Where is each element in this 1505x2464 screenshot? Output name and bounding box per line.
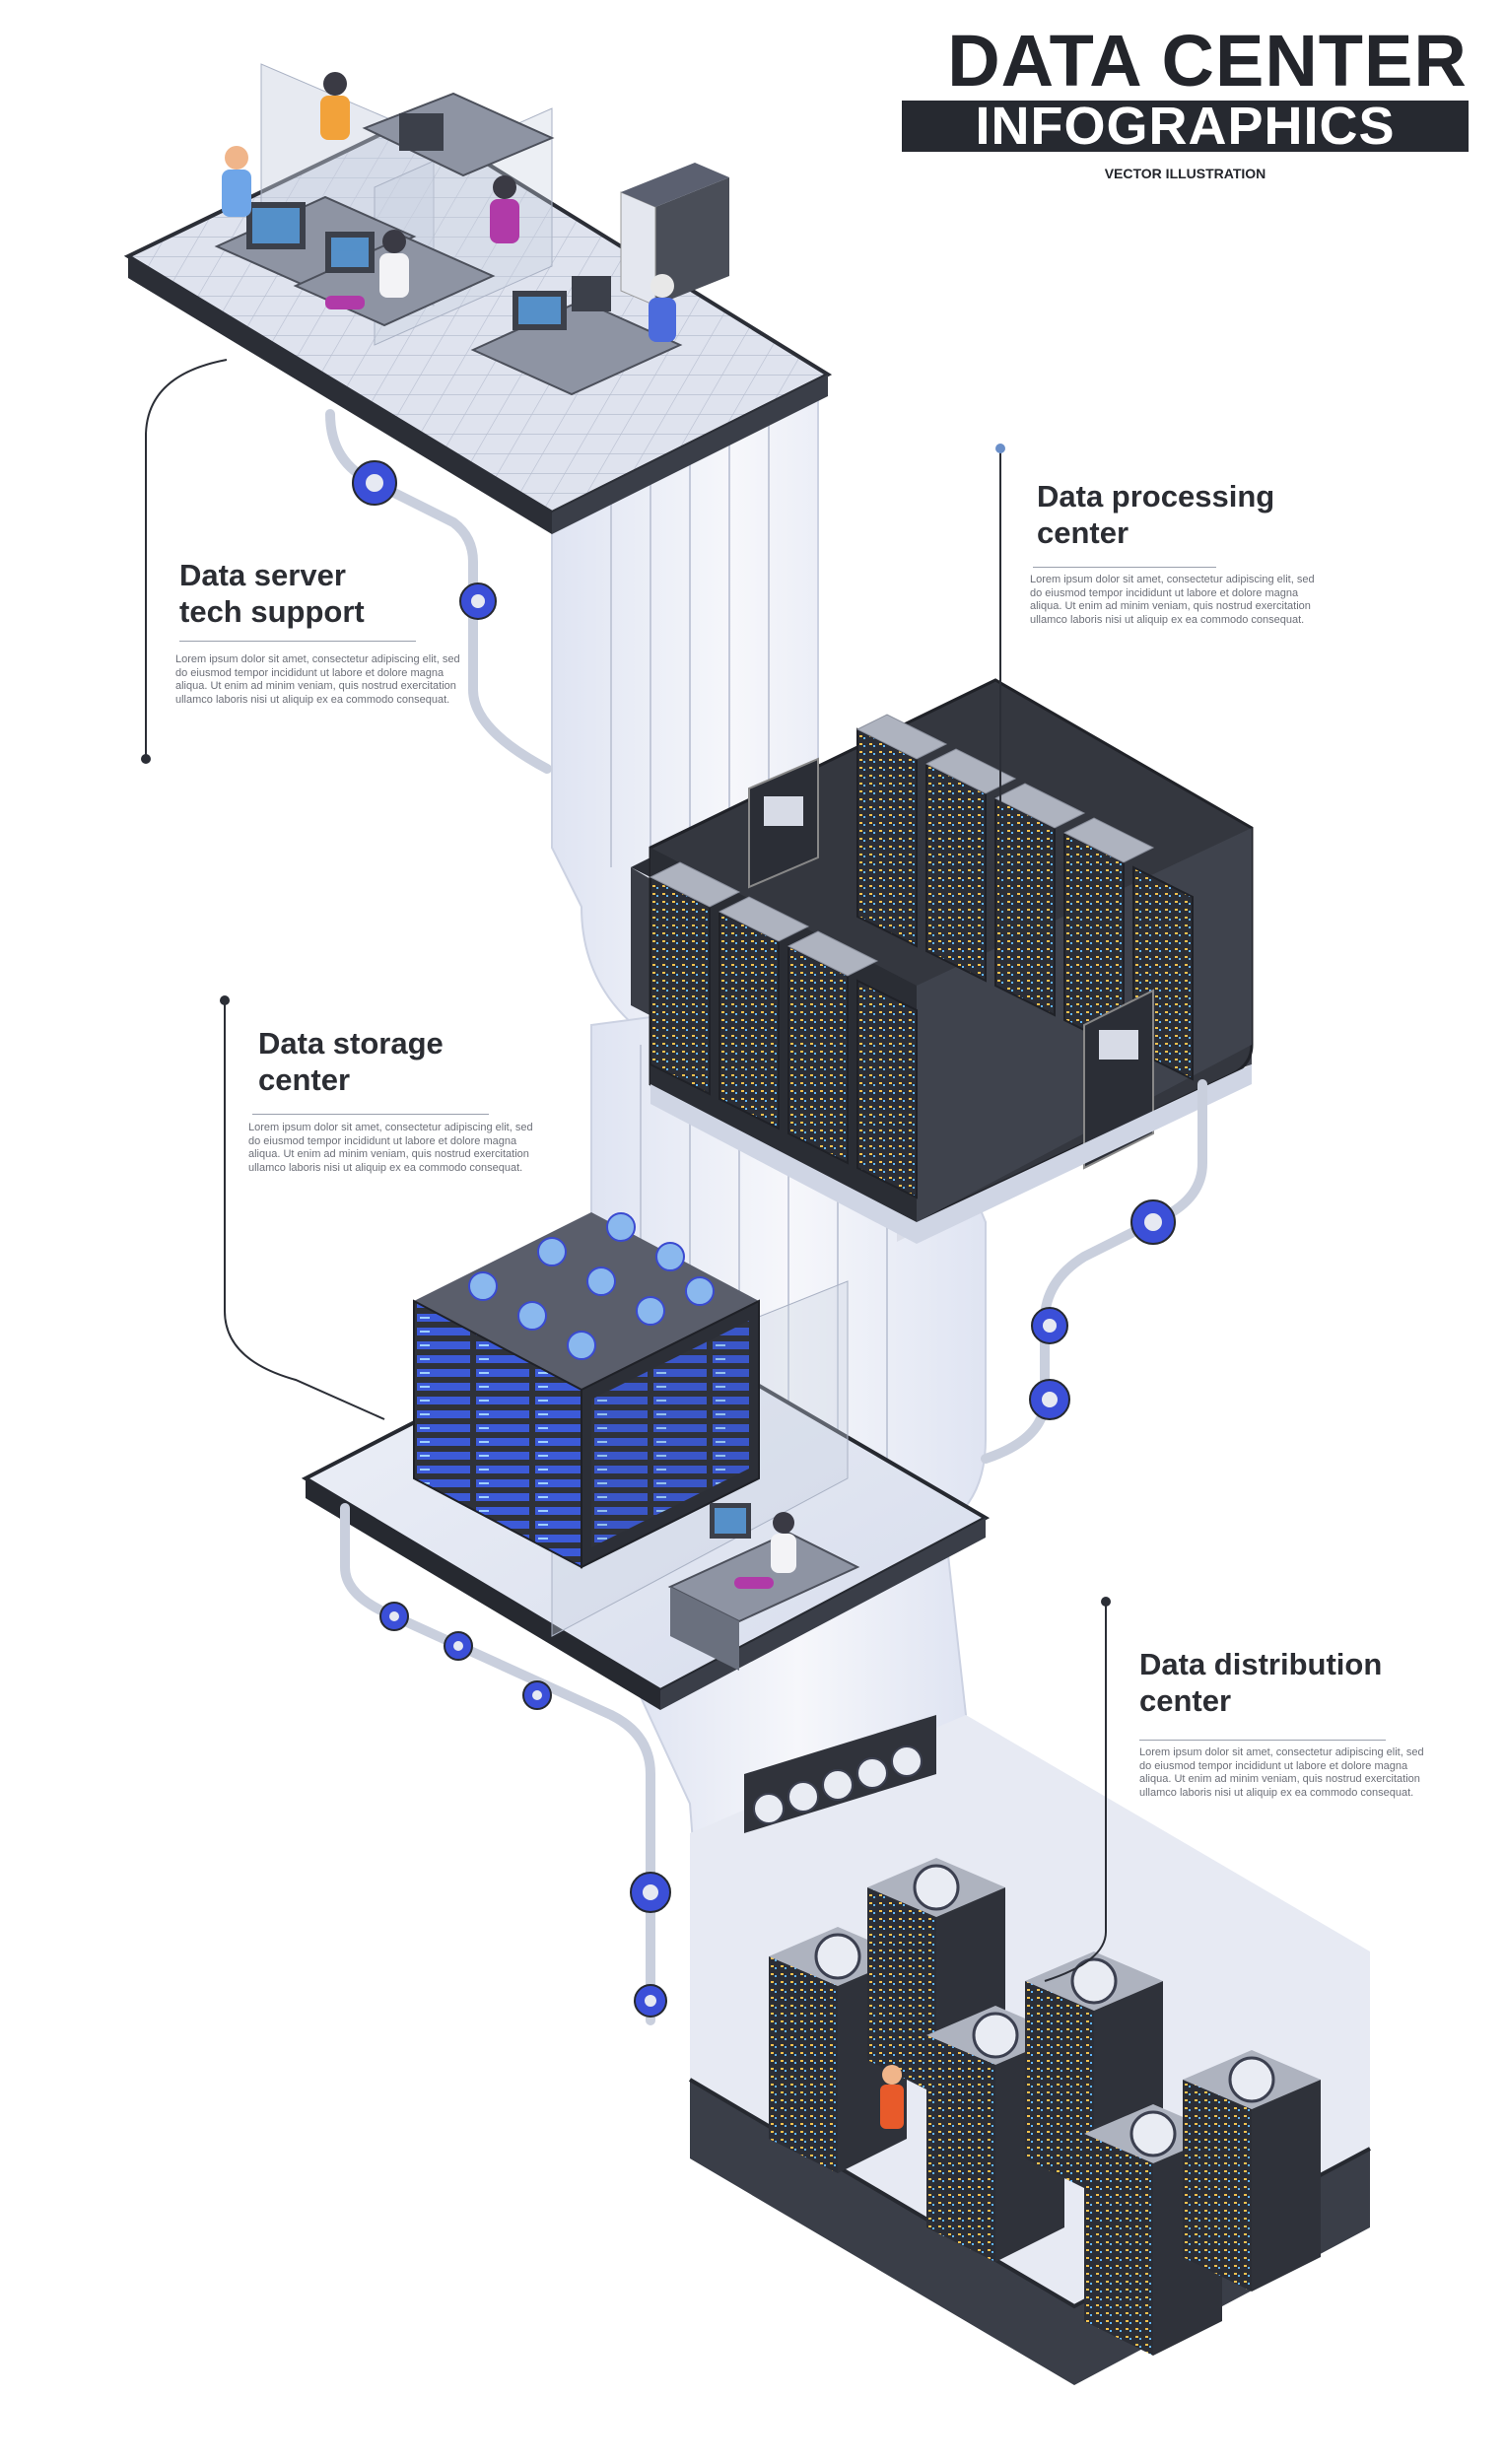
section-body-storage: Lorem ipsum dolor sit amet, consectetur … <box>248 1122 533 1174</box>
section-body-tech-support: Lorem ipsum dolor sit amet, consectetur … <box>175 653 460 706</box>
section-body-distribution: Lorem ipsum dolor sit amet, consectetur … <box>1139 1746 1424 1799</box>
page-subtitle: INFOGRAPHICS <box>975 97 1396 156</box>
office-floor-scene <box>123 63 833 534</box>
page-title: DATA CENTER <box>947 20 1468 102</box>
section-rule <box>1033 567 1216 568</box>
section-rule <box>1139 1740 1386 1741</box>
storage-racks <box>413 1212 760 1569</box>
distribution-floor-scene <box>688 1715 1371 2385</box>
section-rule <box>252 1114 489 1115</box>
storage-floor-scene <box>301 1212 991 1710</box>
callout-lines <box>145 359 1107 1982</box>
section-heading-distribution: Data distribution center <box>1139 1647 1383 1718</box>
gear-hubs <box>366 474 1162 2007</box>
page-note: VECTOR ILLUSTRATION <box>1104 166 1266 181</box>
server-room-scene <box>631 678 1254 1244</box>
section-rule <box>179 641 416 642</box>
gear-icons <box>352 460 1176 2018</box>
section-heading-processing: Data processing center <box>1037 479 1275 550</box>
callout-dots <box>141 444 1111 1607</box>
subtitle-band <box>902 101 1469 152</box>
connector-pipes <box>325 409 1207 2025</box>
section-heading-tech-support: Data server tech support <box>179 558 365 629</box>
office-workers <box>222 72 676 342</box>
section-heading-storage: Data storage center <box>258 1026 444 1097</box>
cooling-towers <box>769 1858 1321 2356</box>
section-body-processing: Lorem ipsum dolor sit amet, consectetur … <box>1030 574 1315 626</box>
